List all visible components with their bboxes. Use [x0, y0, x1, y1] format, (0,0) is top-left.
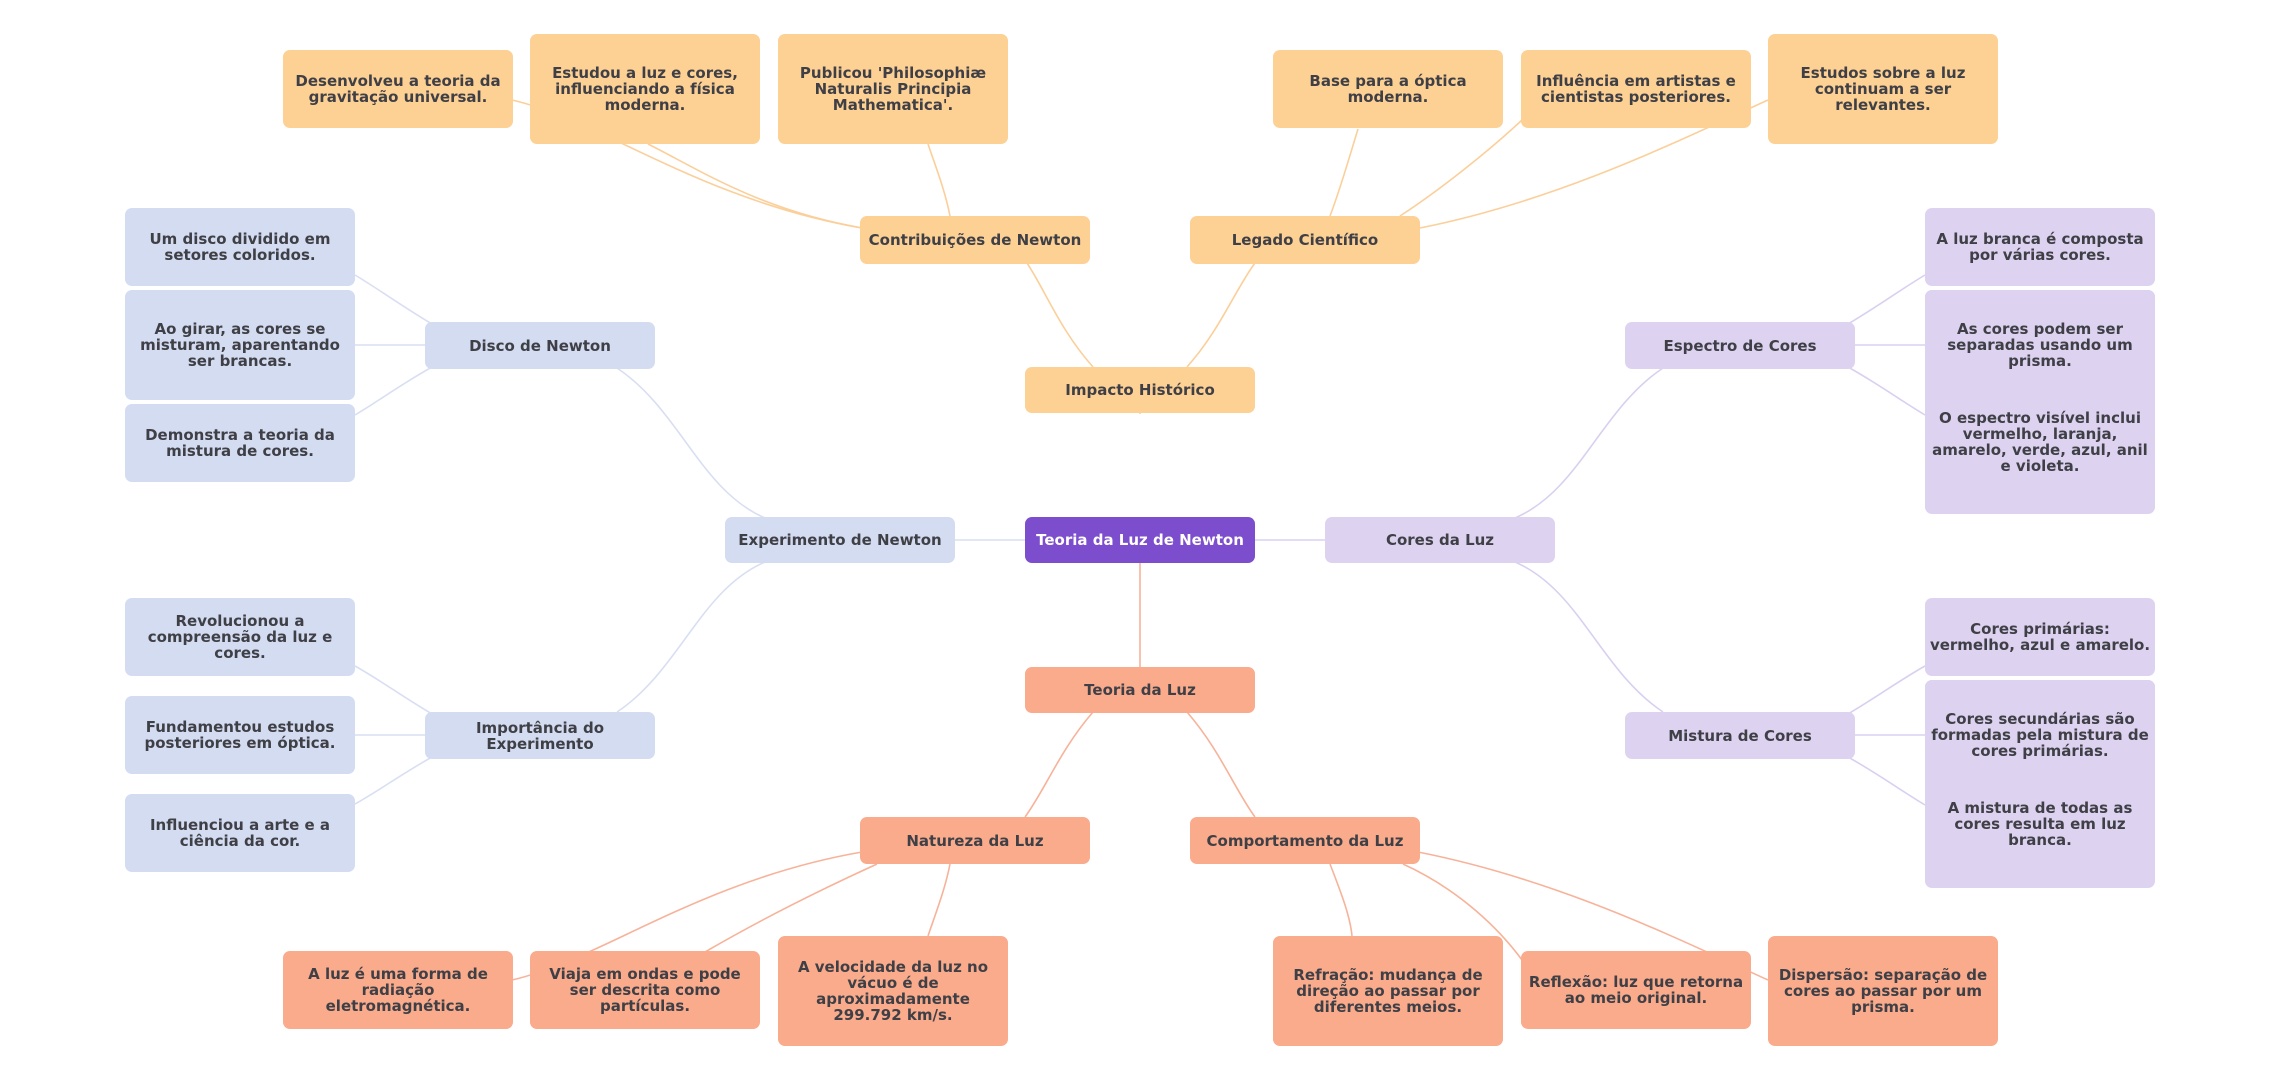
link-esp-3 — [1847, 366, 1926, 416]
leaf-importancia-3[interactable]: Influenciou a arte e a ciência da cor. — [125, 794, 355, 872]
link-comp-1 — [1329, 863, 1353, 937]
leaf-comportamento-3[interactable]: Dispersão: separação de cores ao passar … — [1768, 936, 1998, 1046]
leaf-comportamento-2[interactable]: Reflexão: luz que retorna ao meio origin… — [1521, 951, 1751, 1029]
node-experimento-de-newton[interactable]: Experimento de Newton — [725, 517, 955, 563]
node-cores-da-luz[interactable]: Cores da Luz — [1325, 517, 1555, 563]
link-exp-importancia — [616, 561, 766, 713]
link-teoria-natureza — [1024, 711, 1094, 818]
node-natureza-da-luz[interactable]: Natureza da Luz — [860, 817, 1090, 864]
node-mistura-de-cores[interactable]: Mistura de Cores — [1625, 712, 1855, 759]
leaf-disco-1[interactable]: Um disco dividido em setores coloridos. — [125, 208, 355, 286]
node-impacto-historico[interactable]: Impacto Histórico — [1025, 367, 1255, 413]
leaf-disco-2[interactable]: Ao girar, as cores se misturam, aparenta… — [125, 290, 355, 400]
leaf-espectro-3[interactable]: O espectro visível inclui vermelho, lara… — [1932, 409, 2148, 475]
link-mis-3 — [1847, 756, 1926, 806]
leaf-legado-3[interactable]: Estudos sobre a luz continuam a ser rele… — [1768, 34, 1998, 144]
node-espectro-de-cores[interactable]: Espectro de Cores — [1625, 322, 1855, 369]
link-esp-1 — [1847, 274, 1926, 325]
leaf-espectro-1[interactable]: A luz branca é composta por várias cores… — [1925, 208, 2155, 286]
leaf-mistura-2[interactable]: Cores secundárias são formadas pela mist… — [1925, 680, 2155, 790]
leaf-contribuicoes-3[interactable]: Publicou 'Philosophiæ Naturalis Principi… — [778, 34, 1008, 144]
leaf-importancia-2[interactable]: Fundamentou estudos posteriores em óptic… — [125, 696, 355, 774]
leaf-mistura-1[interactable]: Cores primárias: vermelho, azul e amarel… — [1925, 598, 2155, 676]
leaf-contribuicoes-2[interactable]: Estudou a luz e cores, influenciando a f… — [530, 34, 760, 144]
link-contrib-2 — [647, 143, 863, 229]
node-teoria-da-luz[interactable]: Teoria da Luz — [1025, 667, 1255, 713]
link-disco-1 — [354, 274, 433, 325]
link-nat-2 — [704, 863, 878, 953]
link-legado-2 — [1399, 119, 1523, 217]
leaf-mistura-3[interactable]: A mistura de todas as cores resulta em l… — [1947, 799, 2133, 849]
link-imp-1 — [354, 665, 433, 715]
node-contribuicoes-newton[interactable]: Contribuições de Newton — [860, 216, 1090, 264]
node-comportamento-da-luz[interactable]: Comportamento da Luz — [1190, 817, 1420, 864]
leaf-importancia-1[interactable]: Revolucionou a compreensão da luz e core… — [125, 598, 355, 676]
leaf-legado-1[interactable]: Base para a óptica moderna. — [1273, 50, 1503, 128]
leaf-natureza-1[interactable]: A luz é uma forma de radiação eletromagn… — [283, 951, 513, 1029]
leaf-disco-3[interactable]: Demonstra a teoria da mistura de cores. — [125, 404, 355, 482]
node-importancia-do-experimento[interactable]: Importância do Experimento — [425, 712, 655, 759]
link-exp-disco — [616, 367, 766, 519]
link-impacto-legado — [1186, 262, 1256, 368]
link-imp-3 — [354, 756, 433, 805]
leaf-natureza-2[interactable]: Viaja em ondas e pode ser descrita como … — [530, 951, 760, 1029]
link-comp-2 — [1402, 863, 1523, 961]
link-cores-mistura — [1514, 561, 1664, 713]
leaf-espectro-2[interactable]: As cores podem ser separadas usando um p… — [1925, 290, 2155, 400]
leaf-contribuicoes-1[interactable]: Desenvolveu a teoria da gravitação unive… — [283, 50, 513, 128]
link-legado-1 — [1329, 128, 1359, 217]
node-legado-cientifico[interactable]: Legado Científico — [1190, 216, 1420, 264]
link-teoria-comportamento — [1186, 711, 1256, 818]
link-mis-1 — [1847, 665, 1926, 715]
leaf-comportamento-1[interactable]: Refração: mudança de direção ao passar p… — [1273, 936, 1503, 1046]
link-nat-3 — [927, 863, 951, 937]
leaf-natureza-3[interactable]: A velocidade da luz no vácuo é de aproxi… — [778, 936, 1008, 1046]
root-node[interactable]: Teoria da Luz de Newton — [1025, 517, 1255, 563]
link-contrib-3 — [927, 143, 951, 217]
leaf-legado-2[interactable]: Influência em artistas e cientistas post… — [1521, 50, 1751, 128]
link-disco-3 — [354, 366, 433, 416]
link-cores-espectro — [1514, 367, 1664, 519]
link-impacto-contribuicoes — [1026, 262, 1094, 368]
node-disco-de-newton[interactable]: Disco de Newton — [425, 322, 655, 369]
